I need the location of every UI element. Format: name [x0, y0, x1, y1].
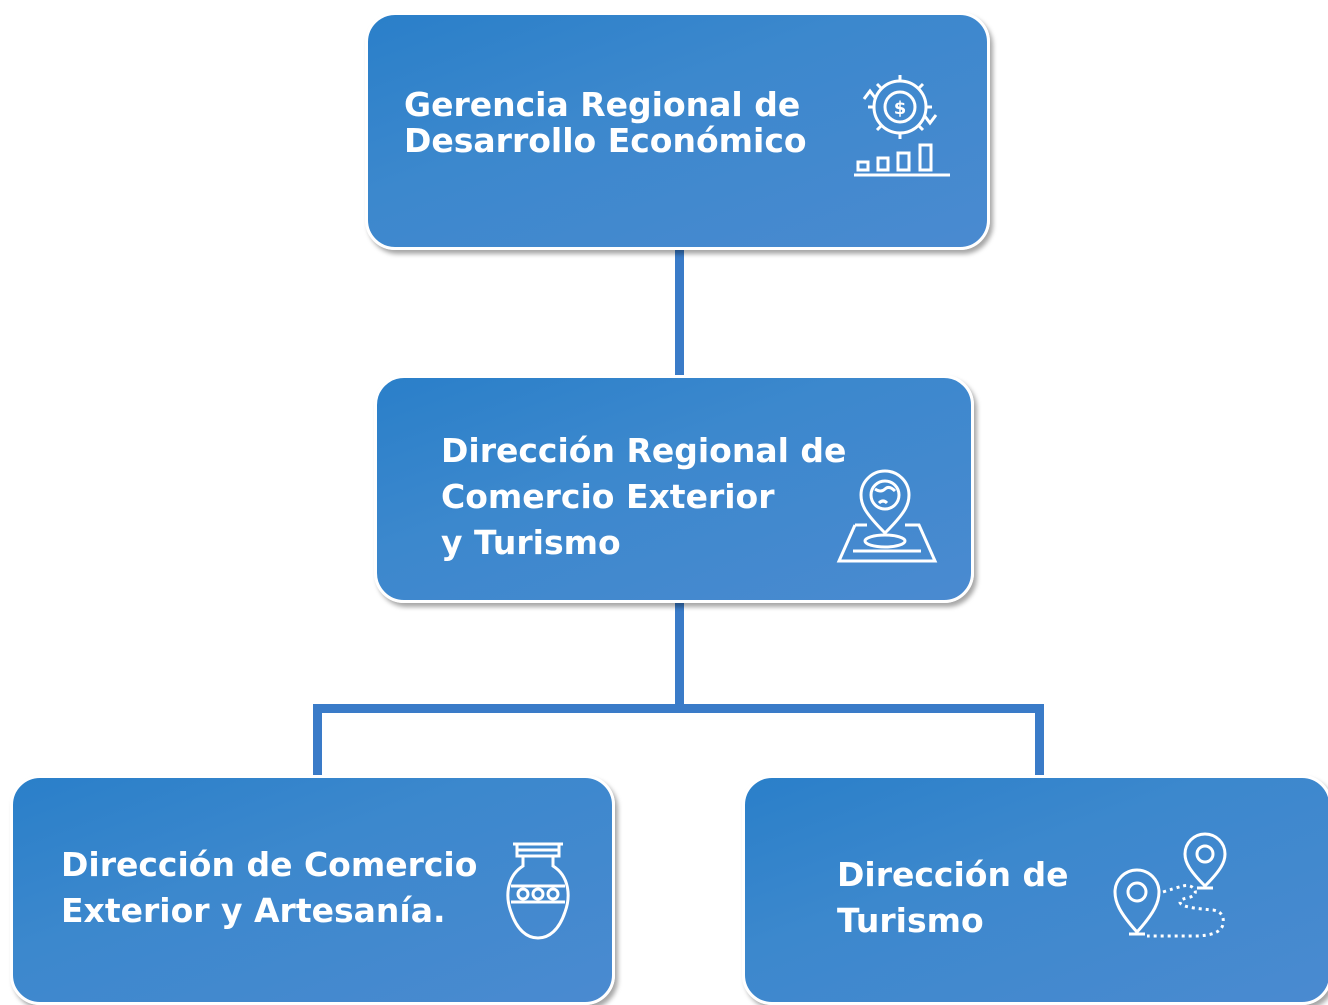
connector-regional-down [675, 598, 684, 708]
node-turismo: Dirección de Turismo [742, 775, 1328, 1005]
node-direccion-regional-title: Dirección Regional de Comercio Exterior … [441, 428, 846, 567]
connector-to-comercio [313, 704, 322, 784]
node-gerencia-line-1: Gerencia Regional de [404, 85, 801, 124]
node-comercio-line-1: Dirección de Comercio [61, 845, 478, 884]
node-direccion-regional-line-3: y Turismo [441, 523, 621, 563]
node-comercio-line-2: Exterior y Artesanía. [61, 891, 446, 931]
node-turismo-line-1: Dirección de [837, 855, 1069, 894]
node-turismo-line-2: Turismo [837, 901, 984, 941]
svg-text:$: $ [894, 98, 907, 119]
node-gerencia-title: Gerencia Regional de Desarrollo Económic… [404, 87, 807, 158]
node-direccion-regional: Dirección Regional de Comercio Exterior … [374, 375, 974, 603]
node-comercio-artesania: Dirección de Comercio Exterior y Artesan… [10, 775, 615, 1005]
economic-gear-dollar-icon: $ [850, 67, 955, 182]
node-comercio-title: Dirección de Comercio Exterior y Artesan… [61, 842, 477, 934]
node-direccion-regional-line-1: Dirección Regional de [441, 431, 847, 470]
connector-gerencia-to-regional [675, 245, 684, 380]
connector-horizontal [313, 704, 1044, 713]
map-location-globe-icon [835, 463, 940, 568]
vase-craft-icon [503, 840, 573, 945]
route-pins-icon [1107, 830, 1232, 950]
connector-to-turismo [1035, 704, 1044, 784]
node-gerencia-line-2: Desarrollo Económico [404, 120, 807, 160]
node-gerencia: Gerencia Regional de Desarrollo Económic… [365, 12, 990, 250]
node-turismo-title: Dirección de Turismo [837, 852, 1068, 944]
node-direccion-regional-line-2: Comercio Exterior [441, 477, 775, 517]
